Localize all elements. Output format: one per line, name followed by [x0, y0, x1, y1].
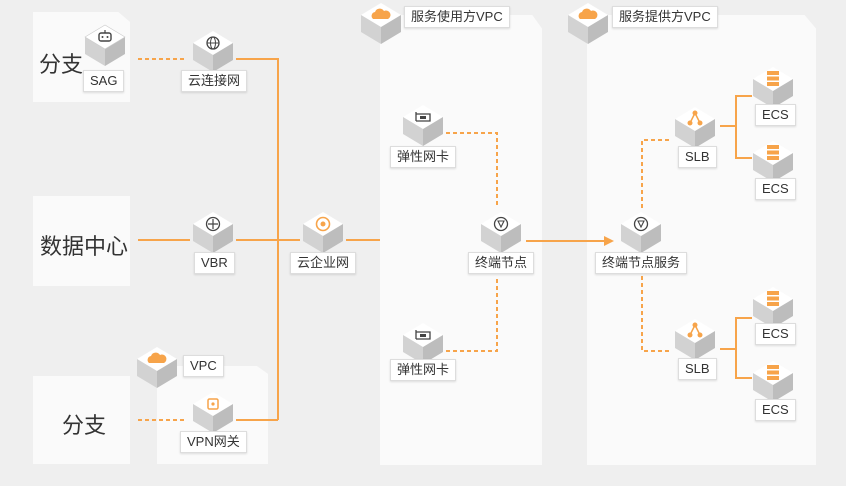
eni-bottom-node[interactable]	[400, 320, 446, 366]
provider-vpc-title: 服务提供方VPC	[612, 6, 718, 28]
endpoint-node[interactable]	[478, 209, 524, 255]
sag-label: SAG	[83, 70, 125, 92]
load-balancer-icon	[675, 107, 715, 148]
vpn-icon	[193, 392, 233, 433]
slb-top-label: SLB	[678, 146, 717, 168]
dash-service-slb	[641, 139, 672, 352]
endpoint-service-icon	[621, 212, 661, 253]
ecs-node-1[interactable]	[750, 64, 796, 110]
ecs-label-4: ECS	[755, 399, 796, 421]
ecs-label-3: ECS	[755, 323, 796, 345]
provider-vpc-cloud-node	[565, 0, 611, 46]
cloud-icon	[361, 3, 401, 44]
vpn-gateway-node[interactable]	[190, 389, 236, 435]
cen-icon	[303, 212, 343, 253]
vpc-label: VPC	[183, 355, 224, 377]
consumer-vpc-cloud-node	[358, 0, 404, 46]
endpoint-service-label: 终端节点服务	[595, 252, 688, 274]
endpoint-icon	[481, 212, 521, 253]
vbr-label: VBR	[194, 252, 235, 274]
branch-bottom-title: 分支	[62, 413, 107, 438]
vpn-gateway-label: VPN网关	[180, 431, 247, 453]
ecs-node-4[interactable]	[750, 358, 796, 404]
vpc-cloud-node	[134, 344, 180, 390]
cloud-icon	[568, 3, 608, 44]
server-icon	[753, 67, 793, 108]
slb-top-node[interactable]	[672, 104, 718, 150]
cen-connect-label: 云连接网	[181, 70, 248, 92]
ecs-label-1: ECS	[755, 104, 796, 126]
datacenter-panel	[33, 196, 130, 286]
line-slb1-ecs	[720, 95, 752, 159]
robot-icon	[84, 24, 126, 66]
vbr-node[interactable]	[190, 209, 236, 255]
branch-bottom-panel	[33, 376, 130, 464]
cen-label: 云企业网	[290, 252, 357, 274]
dash-eni-endpoint	[446, 132, 498, 352]
line-sag-cen	[236, 58, 279, 420]
load-balancer-icon	[675, 319, 715, 360]
cen-connect-node[interactable]	[190, 28, 236, 74]
line-slb2-ecs	[720, 317, 752, 379]
network-card-icon	[403, 105, 443, 146]
ecs-node-3[interactable]	[750, 284, 796, 330]
eni-bottom-label: 弹性网卡	[390, 359, 457, 381]
eni-top-label: 弹性网卡	[390, 146, 457, 168]
cen-node[interactable]	[300, 209, 346, 255]
slb-bottom-label: SLB	[678, 358, 717, 380]
ecs-label-2: ECS	[755, 178, 796, 200]
eni-top-node[interactable]	[400, 102, 446, 148]
ecs-node-2[interactable]	[750, 138, 796, 184]
server-icon	[753, 141, 793, 182]
globe-icon	[193, 31, 233, 72]
server-icon	[753, 361, 793, 402]
network-card-icon	[403, 323, 443, 364]
arrow-head	[604, 236, 614, 246]
router-icon	[193, 212, 233, 253]
endpoint-label: 终端节点	[468, 252, 535, 274]
consumer-vpc-title: 服务使用方VPC	[404, 6, 510, 28]
endpoint-service-node[interactable]	[618, 209, 664, 255]
branch-top-title: 分支	[39, 52, 84, 77]
slb-bottom-node[interactable]	[672, 316, 718, 362]
server-icon	[753, 287, 793, 328]
sag-node[interactable]	[82, 22, 128, 68]
cloud-icon	[137, 347, 177, 388]
datacenter-title: 数据中心	[40, 234, 129, 259]
